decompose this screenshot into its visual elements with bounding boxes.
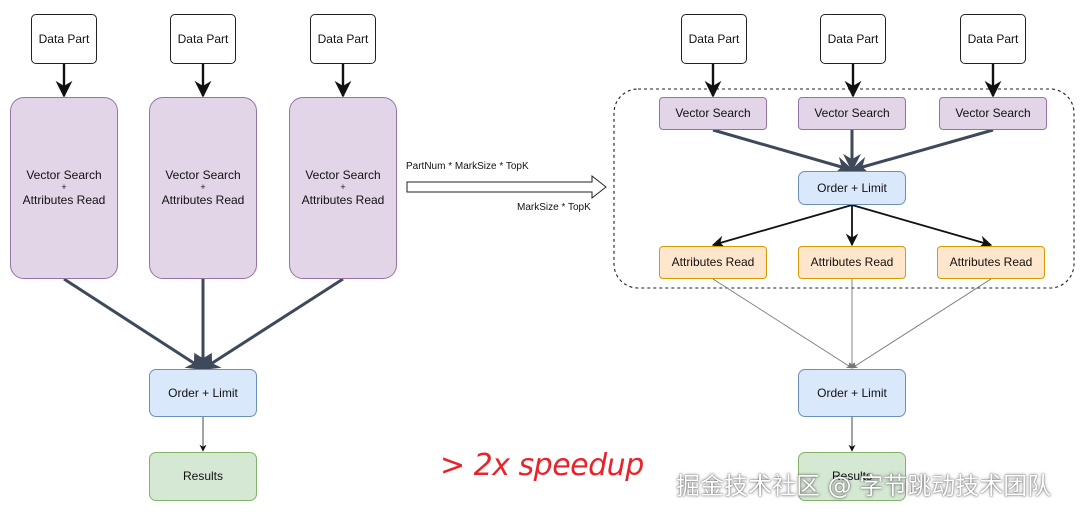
edge-left-stage3-order bbox=[201, 277, 344, 371]
left-data-part-1-label: Data Part bbox=[38, 31, 90, 46]
right-vector-search-3: Vector Search bbox=[939, 97, 1047, 130]
pushdown-container bbox=[613, 88, 1075, 289]
left-stage-1: Vector Search + Attributes Read bbox=[10, 97, 118, 279]
right-data-part-1-label: Data Part bbox=[688, 31, 740, 46]
left-stage-3: Vector Search + Attributes Read bbox=[289, 97, 397, 279]
right-inner-order-limit: Order + Limit bbox=[798, 171, 906, 205]
transition-arrow bbox=[406, 174, 607, 200]
right-vector-search-1-label: Vector Search bbox=[675, 106, 751, 120]
right-attributes-read-1: Attributes Read bbox=[659, 246, 767, 279]
right-vector-search-2: Vector Search bbox=[798, 97, 906, 130]
right-data-part-3-label: Data Part bbox=[967, 31, 1019, 46]
right-results: Results bbox=[798, 452, 906, 501]
speedup-caption: > 2x speedup bbox=[440, 448, 644, 483]
left-stage-1-plus: + bbox=[61, 182, 67, 193]
left-results-label: Results bbox=[182, 469, 223, 483]
right-attributes-read-2: Attributes Read bbox=[798, 246, 906, 279]
right-inner-order-limit-label: Order + Limit bbox=[817, 180, 887, 195]
right-data-part-2: Data Part bbox=[820, 14, 886, 64]
left-stage-1-line1: Vector Search bbox=[26, 168, 102, 183]
transition-label-bottom: MarkSize * TopK bbox=[517, 202, 591, 213]
right-data-part-2-label: Data Part bbox=[827, 31, 879, 46]
left-stage-2: Vector Search + Attributes Read bbox=[149, 97, 257, 279]
left-results: Results bbox=[149, 452, 257, 501]
left-stage-3-line2: Attributes Read bbox=[301, 192, 385, 207]
right-vector-search-2-label: Vector Search bbox=[814, 106, 890, 120]
left-stage-2-plus: + bbox=[200, 182, 206, 193]
edge-right-attr1-order bbox=[712, 278, 853, 369]
left-stage-1-line2: Attributes Read bbox=[22, 192, 106, 207]
right-vector-search-1: Vector Search bbox=[659, 97, 767, 130]
right-attributes-read-3: Attributes Read bbox=[937, 246, 1045, 279]
transition-label-top: PartNum * MarkSize * TopK bbox=[406, 161, 529, 172]
left-data-part-3-label: Data Part bbox=[317, 31, 369, 46]
right-order-limit-label: Order + Limit bbox=[817, 385, 887, 400]
edge-right-vs1-order bbox=[712, 128, 854, 175]
right-attributes-read-1-label: Attributes Read bbox=[671, 255, 755, 269]
right-results-label: Results bbox=[831, 469, 872, 483]
watermark: 掘金技术社区 @ 字节跳动技术团队 bbox=[676, 472, 1052, 500]
edge-left-stage1-order bbox=[63, 277, 205, 371]
right-vector-search-3-label: Vector Search bbox=[955, 106, 1031, 120]
left-stage-3-line1: Vector Search bbox=[305, 168, 381, 183]
edge-right-vs3-order bbox=[850, 128, 994, 175]
left-stage-2-line2: Attributes Read bbox=[161, 192, 245, 207]
right-attributes-read-3-label: Attributes Read bbox=[949, 255, 1033, 269]
left-data-part-3: Data Part bbox=[310, 14, 376, 64]
left-data-part-1: Data Part bbox=[31, 14, 97, 64]
left-data-part-2-label: Data Part bbox=[177, 31, 229, 46]
edge-right-order-attr1 bbox=[711, 204, 853, 248]
left-stage-2-line1: Vector Search bbox=[165, 168, 241, 183]
right-order-limit: Order + Limit bbox=[798, 369, 906, 417]
right-data-part-3: Data Part bbox=[960, 14, 1026, 64]
left-order-limit: Order + Limit bbox=[149, 369, 257, 417]
left-stage-3-plus: + bbox=[340, 182, 346, 193]
right-attributes-read-2-label: Attributes Read bbox=[810, 255, 894, 269]
left-data-part-2: Data Part bbox=[170, 14, 236, 64]
edge-right-attr3-order bbox=[851, 278, 992, 369]
left-order-limit-label: Order + Limit bbox=[168, 385, 238, 400]
edge-right-order-attr3 bbox=[851, 204, 993, 248]
right-data-part-1: Data Part bbox=[681, 14, 747, 64]
